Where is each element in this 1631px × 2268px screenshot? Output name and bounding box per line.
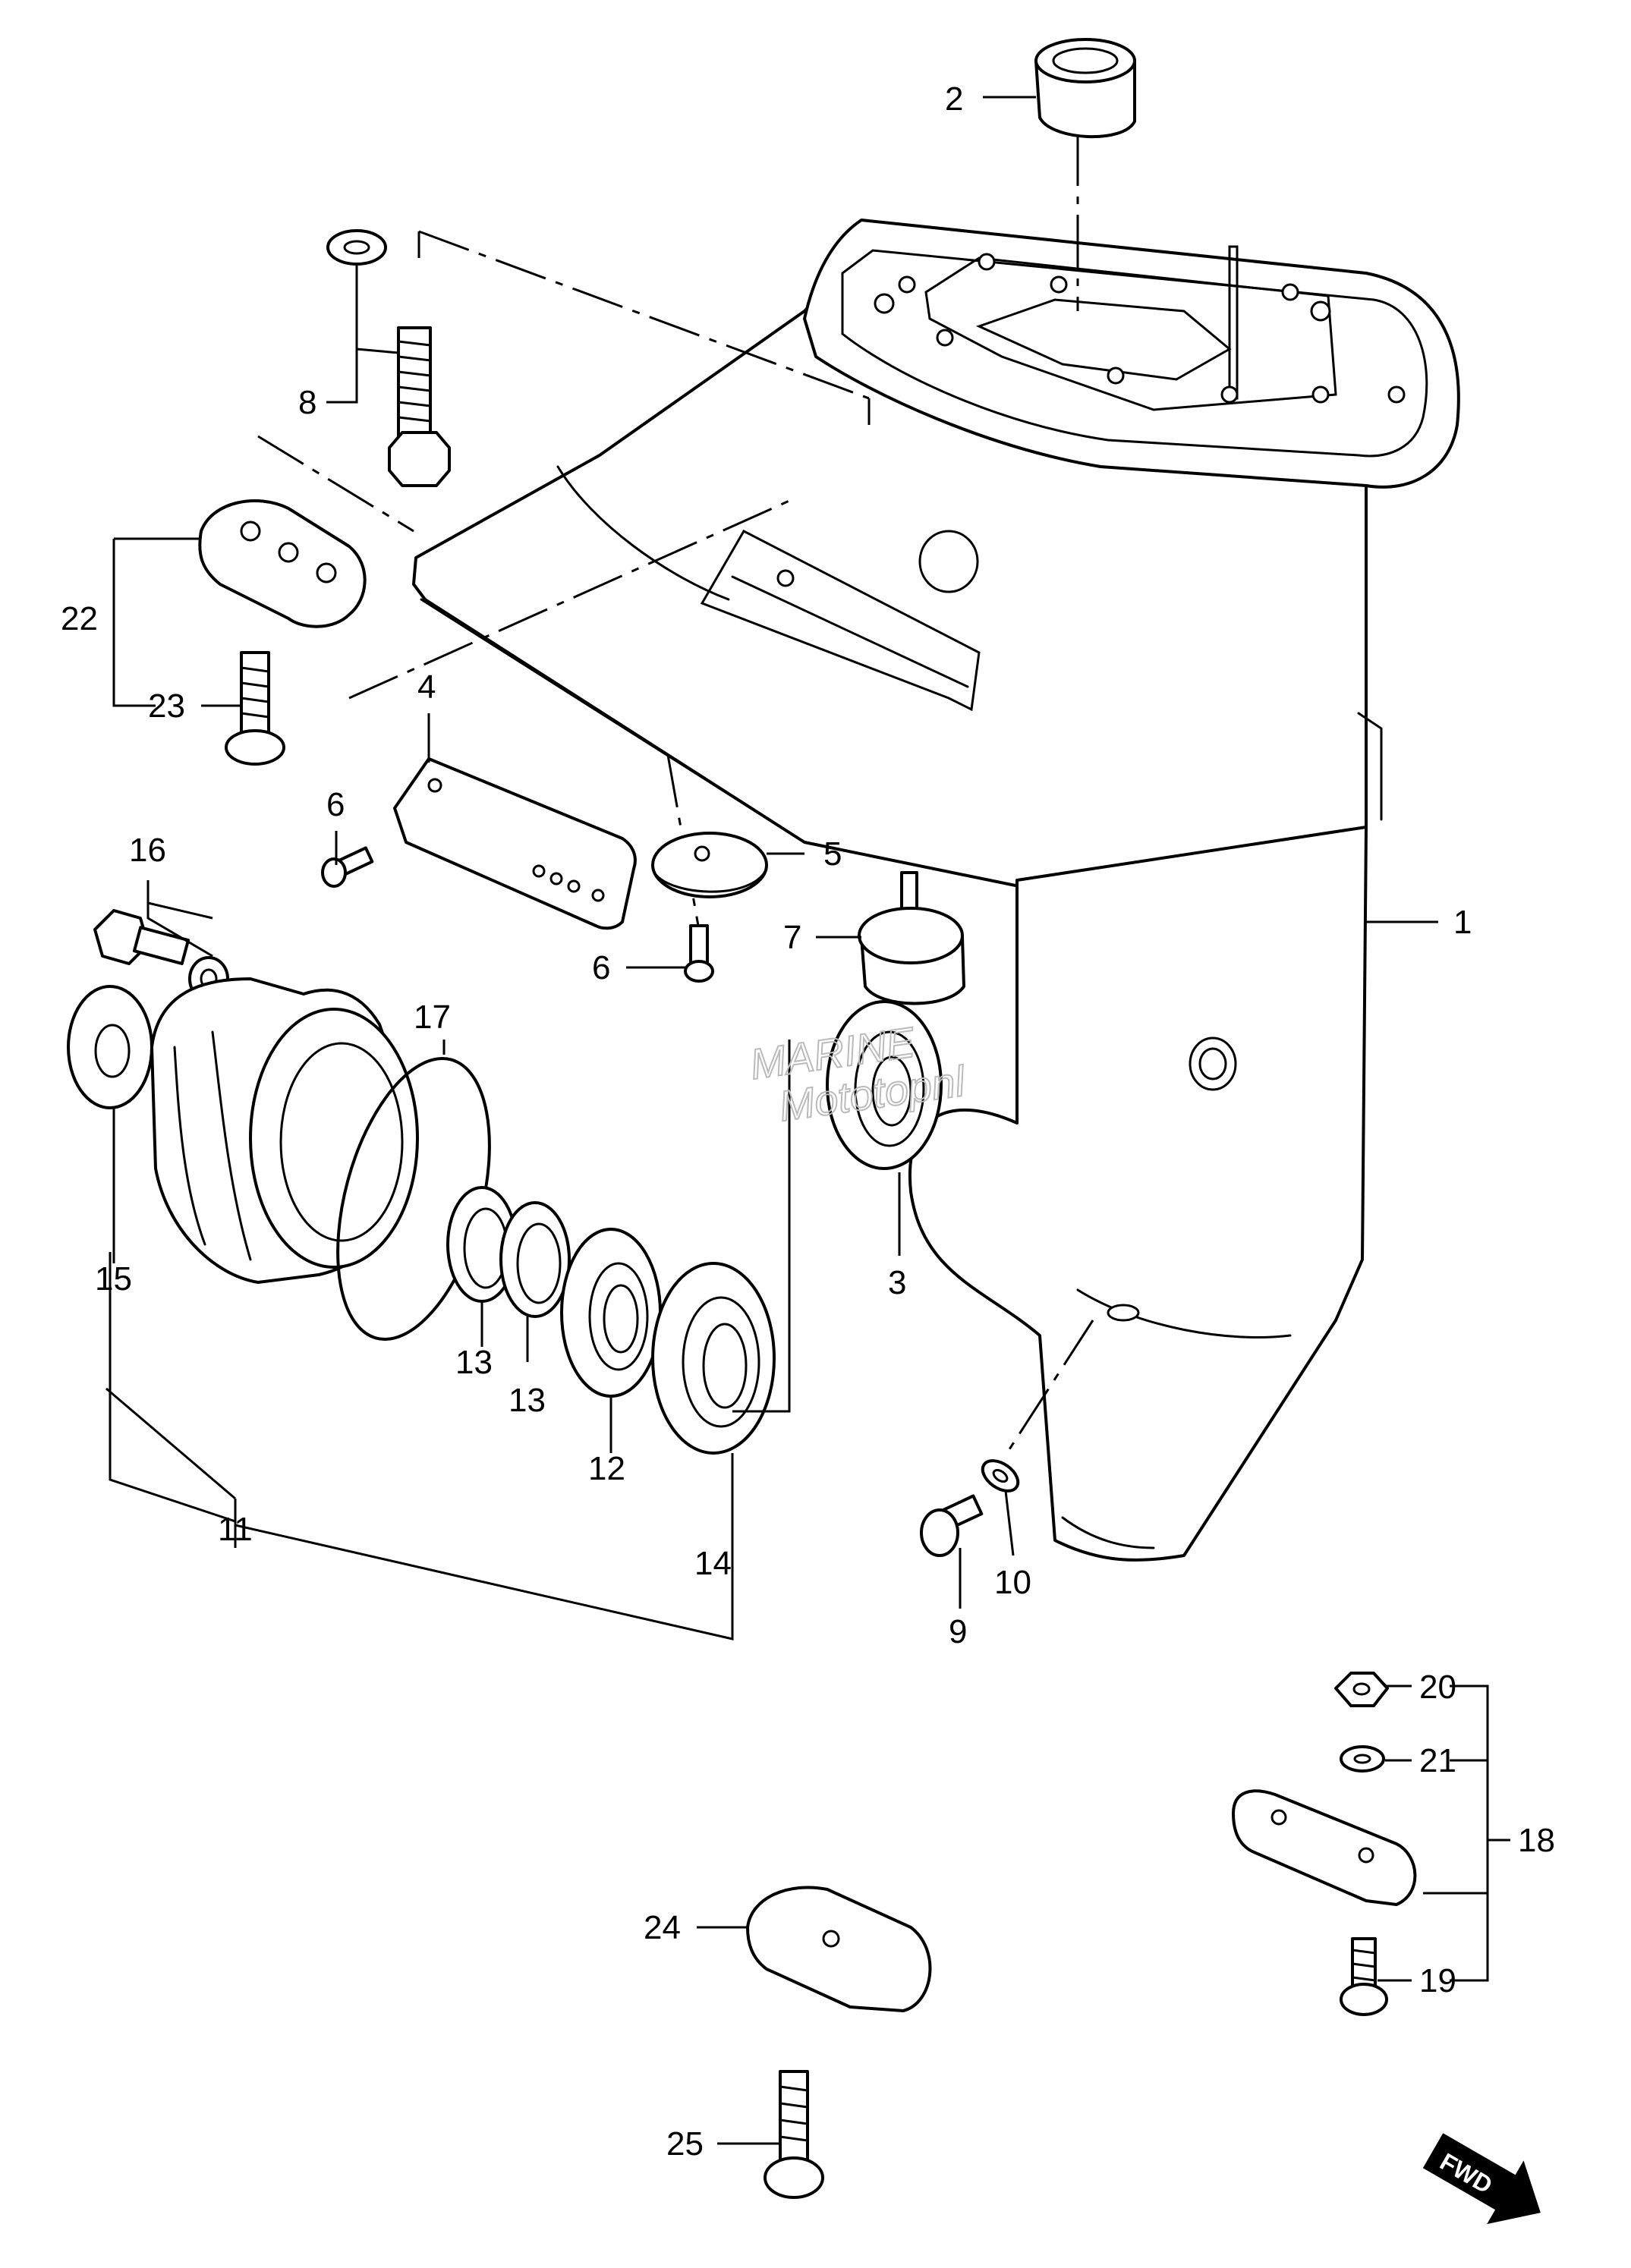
callout-16: 16 [129,832,166,869]
callout-19: 19 [1419,1962,1456,1999]
callout-1: 1 [1453,904,1472,941]
anode-part-18 [1232,1789,1417,1906]
callout-18: 18 [1518,1822,1555,1859]
callout-5: 5 [823,835,842,873]
screw-part-6a [321,846,374,888]
bearing-part-3 [826,1000,943,1170]
bearing-part-12 [560,1228,662,1398]
screw-part-23 [225,651,285,766]
washer-part-21 [1340,1745,1385,1773]
callout-25: 25 [666,2125,704,2163]
gear-case-part-1 [412,219,1460,1562]
callout-13a: 13 [455,1344,493,1381]
fwd-arrow-icon: FWD [1422,2133,1541,2225]
callout-3: 3 [888,1264,906,1301]
bushing-part-2 [1034,38,1136,139]
callout-20: 20 [1419,1669,1456,1706]
bearing-part-14 [651,1262,776,1455]
callout-6b: 6 [592,949,610,986]
callout-15: 15 [95,1260,132,1298]
grommet-part-5 [651,832,768,898]
plate-part-4 [393,757,637,930]
callout-21: 21 [1419,1742,1456,1779]
callout-12: 12 [588,1450,625,1487]
callout-labels: 2 1 3 4 5 6 6 7 8 9 10 11 12 13 13 14 15… [61,80,1555,2163]
callout-6a: 6 [326,786,345,823]
callout-10: 10 [994,1564,1031,1601]
callout-4: 4 [417,668,436,706]
callout-9: 9 [949,1613,967,1650]
callout-13b: 13 [509,1382,546,1419]
screw-part-6b [684,924,714,983]
callout-8: 8 [298,384,316,421]
callout-23: 23 [148,687,185,725]
bolt-part-8 [326,229,451,487]
callout-24: 24 [644,1909,681,1946]
callout-7: 7 [783,919,801,956]
oil-seal-part-13a [446,1186,518,1303]
leader-lines [105,96,1510,2145]
mount-part-7 [858,871,965,1005]
nut-part-20 [1334,1672,1389,1707]
callout-2: 2 [945,80,963,118]
seal-part-15 [67,985,153,1109]
screw-part-9 [920,1494,984,1557]
oil-seal-part-13b [499,1201,571,1318]
anode-part-22 [198,499,367,628]
callout-17: 17 [414,999,451,1036]
housing-part-11 [150,977,419,1284]
screw-part-25 [764,2070,824,2199]
callout-11: 11 [218,1511,253,1548]
anode-part-24 [746,1886,932,2012]
callout-14: 14 [694,1545,732,1582]
washer-part-10 [981,1459,1020,1493]
callout-22: 22 [61,600,98,637]
screw-part-19 [1340,1937,1388,2016]
